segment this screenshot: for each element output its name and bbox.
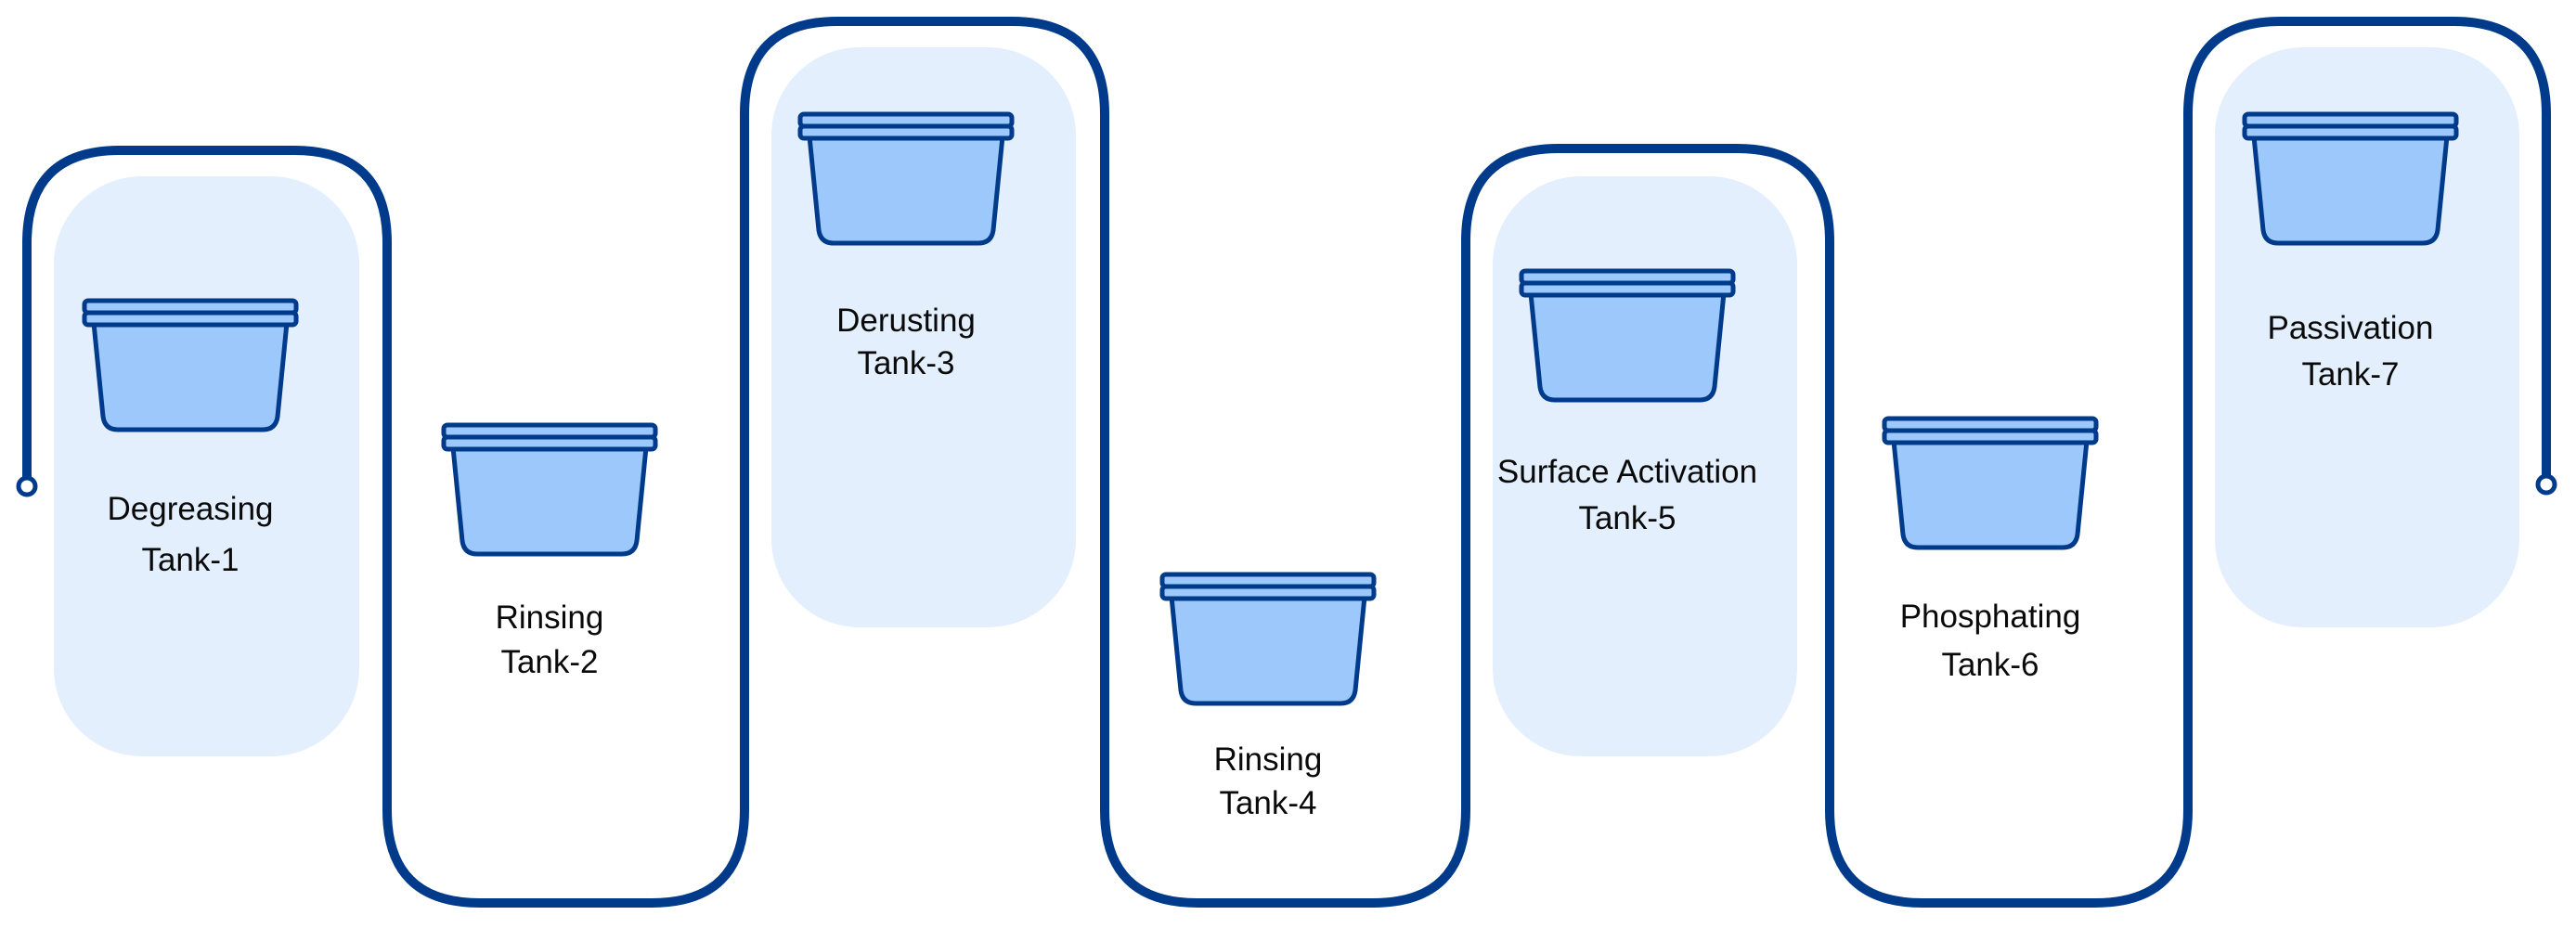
tank-icon <box>1159 572 1377 706</box>
stage-tank-label: Tank-3 <box>857 345 954 381</box>
stage-tank-label: Tank-2 <box>500 644 598 680</box>
stages: DegreasingTank-1RinsingTank-2DerustingTa… <box>82 111 2459 821</box>
stage-tank-label: Tank-1 <box>141 542 239 578</box>
stage-tank-label: Tank-4 <box>1219 785 1316 821</box>
stage-process-label: Rinsing <box>496 599 604 636</box>
tank-icon <box>797 111 1015 246</box>
stage-process-label: Surface Activation <box>1497 454 1757 490</box>
stage-process-label: Rinsing <box>1214 741 1323 778</box>
tank-icon <box>1519 268 1736 403</box>
stage-tank-label: Tank-7 <box>2301 356 2399 393</box>
highlight-panel-1 <box>54 176 359 756</box>
stage-process-label: Derusting <box>836 303 976 339</box>
stage-process-label: Phosphating <box>1900 599 2081 635</box>
tank-icon <box>82 298 299 432</box>
flow-path <box>22 17 2551 908</box>
start-node-icon <box>16 475 38 497</box>
tank-icon <box>1882 416 2099 550</box>
tank-icon <box>2242 111 2459 246</box>
stage-process-label: Passivation <box>2268 310 2434 346</box>
stage-tank-label: Tank-6 <box>1941 647 2039 683</box>
end-node-icon <box>2535 473 2557 496</box>
stage-tank-label: Tank-5 <box>1578 500 1676 536</box>
tank-icon <box>441 422 658 557</box>
stage-process-label: Degreasing <box>108 491 274 527</box>
